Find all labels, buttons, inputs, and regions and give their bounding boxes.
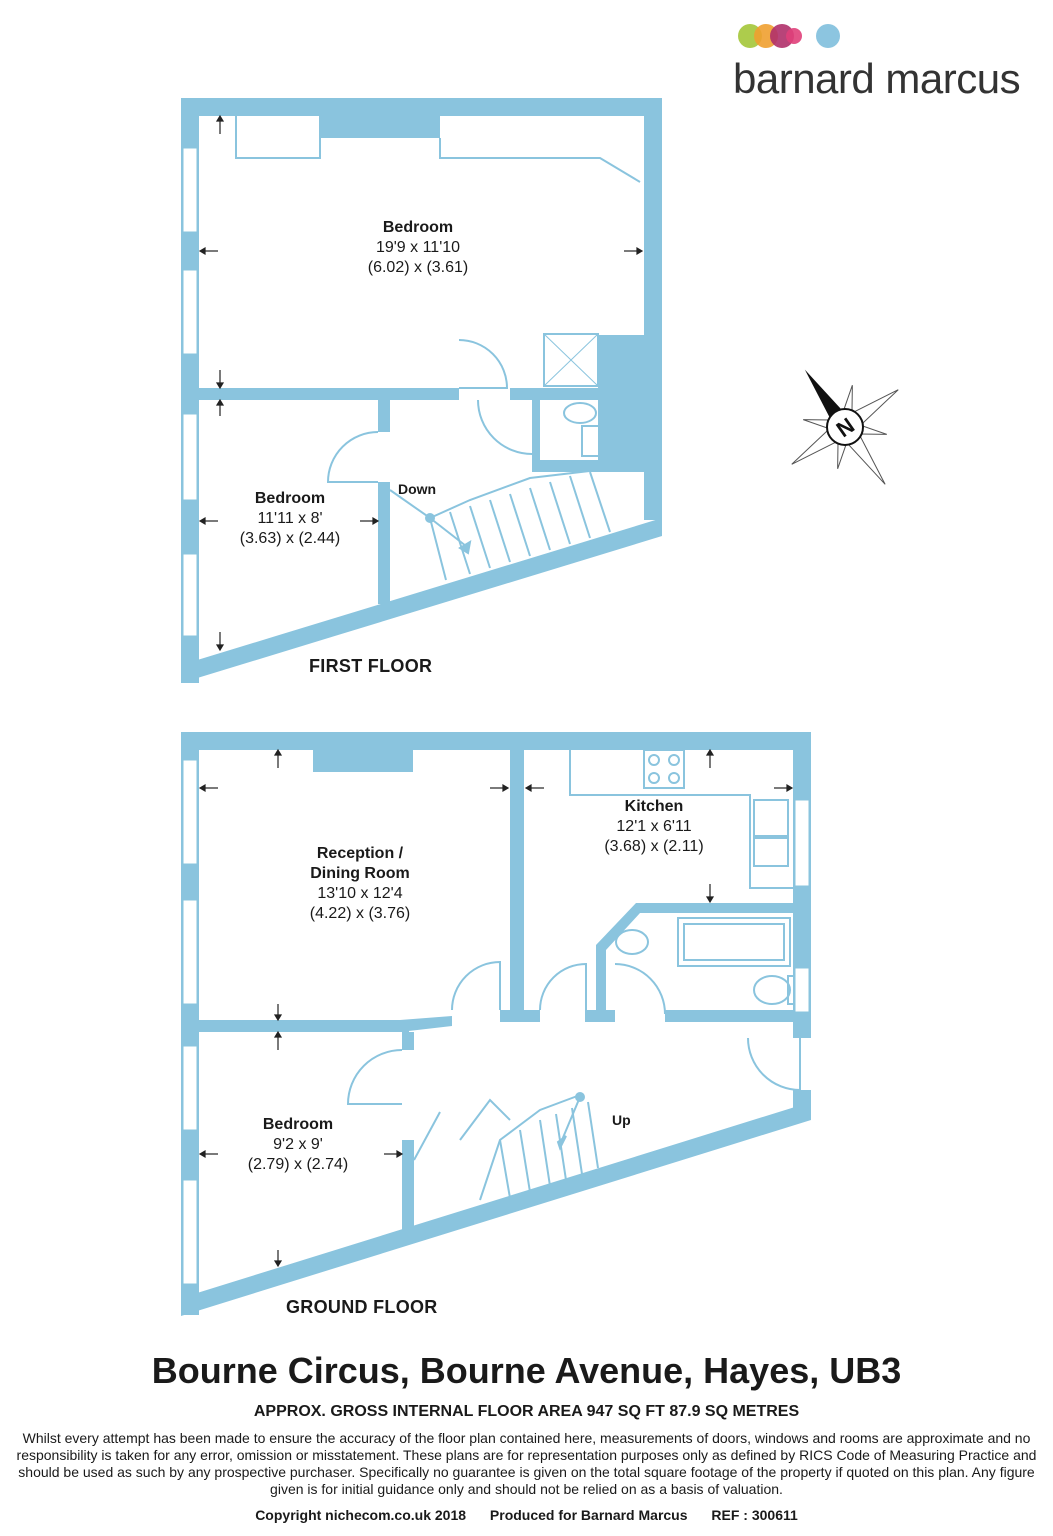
gf-stairs-label: Up (612, 1112, 631, 1128)
footer-produced: Produced for Barnard Marcus (489, 1507, 688, 1523)
gf-angled-stub (400, 1016, 452, 1032)
gf-bed-hall-wall (402, 1032, 414, 1050)
ff-right-wall-lower (598, 335, 662, 520)
gf-bed-hall-wall-low (402, 1140, 414, 1232)
ff-floor-label: FIRST FLOOR (309, 656, 433, 676)
footer: Copyright nichecom.co.uk 2018 Produced f… (0, 1507, 1053, 1523)
gf-diagonal-wall (181, 1102, 811, 1316)
ff-mid-wall-left (199, 388, 459, 400)
ff-mid-wall-right (510, 388, 644, 400)
ff-bedroom-1-label: Bedroom 19'9 x 11'10 (6.02) x (3.61) (367, 219, 469, 276)
ff-stairs-label: Down (398, 481, 437, 497)
ff-right-wall-upper (644, 98, 662, 335)
gf-chimney (313, 750, 413, 772)
ff-bed2-wall-lower (378, 482, 390, 604)
ff-top-wall (181, 98, 662, 116)
gf-bath-angled-wall (596, 903, 793, 1012)
gf-reception-bedroom-wall (199, 1020, 409, 1032)
ff-left-wall (181, 98, 199, 683)
gf-floor-label: GROUND FLOOR (286, 1297, 438, 1317)
ff-diagonal-wall (181, 518, 662, 683)
brand-name: barnard marcus (733, 55, 1021, 102)
ff-chimney (320, 116, 440, 138)
footer-ref: REF : 300611 (711, 1507, 798, 1523)
disclaimer-text: Whilst every attempt has been made to en… (16, 1430, 1037, 1497)
ff-bed2-wall (378, 400, 390, 432)
gf-reception-label: Reception / Dining Room 13'10 x 12'4 (4.… (309, 845, 411, 922)
gf-hall-wall-b (585, 1010, 615, 1022)
floor-plan-drawing (181, 98, 811, 1316)
gf-hall-wall-c (665, 1010, 793, 1022)
gf-bedroom-label: Bedroom 9'2 x 9' (2.79) x (2.74) (247, 1116, 349, 1173)
ff-bedroom-2-label: Bedroom 11'11 x 8' (3.63) x (2.44) (239, 490, 341, 547)
floor-area: APPROX. GROSS INTERNAL FLOOR AREA 947 SQ… (253, 1403, 800, 1420)
gf-hall-wall-a (500, 1010, 540, 1022)
gf-kitchen-label: Kitchen 12'1 x 6'11 (3.68) x (2.11) (604, 798, 704, 855)
brand-logo-dots (738, 24, 840, 48)
property-address: Bourne Circus, Bourne Avenue, Hayes, UB3 (151, 1350, 902, 1391)
ff-bath-wall (532, 396, 540, 466)
footer-copyright: Copyright nichecom.co.uk 2018 (255, 1507, 467, 1523)
gf-reception-kitchen-wall (510, 750, 524, 1022)
compass-rose-icon: N (791, 369, 899, 485)
gf-left-wall (181, 732, 199, 1315)
gf-top-wall (181, 732, 811, 750)
